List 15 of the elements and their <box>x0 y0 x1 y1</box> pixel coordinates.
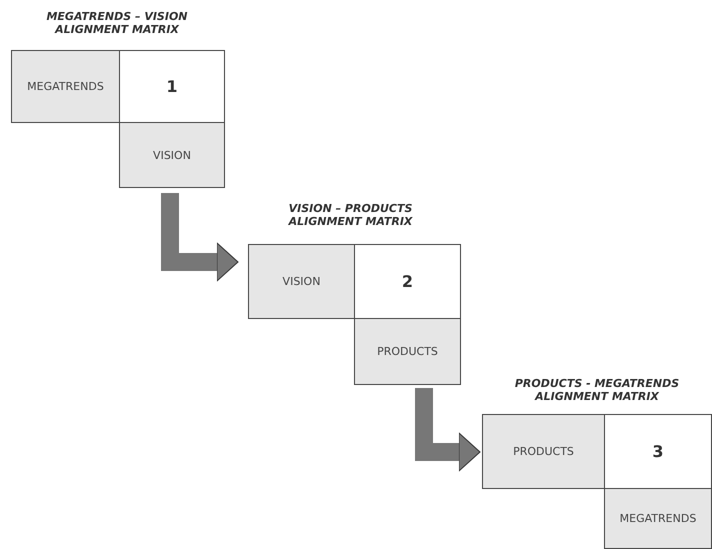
arrow <box>161 193 238 282</box>
matrix-header-cell: PRODUCTS <box>482 414 605 489</box>
alignment-matrix <box>8 10 226 190</box>
matrix-title: VISION – PRODUCTS ALIGNMENT MATRIX <box>287 202 414 228</box>
matrix-number-cell: 3 <box>604 414 712 489</box>
matrix-number-cell: 2 <box>354 244 461 319</box>
matrix-header-cell: PRODUCTS <box>354 318 461 385</box>
matrix-number-cell: 1 <box>119 50 225 123</box>
matrix-header-cell: MEGATRENDS <box>11 50 120 123</box>
alignment-matrix <box>482 377 712 549</box>
matrix-header-cell: VISION <box>119 122 225 188</box>
matrix-title: PRODUCTS - MEGATRENDS ALIGNMENT MATRIX <box>514 377 680 403</box>
matrix-header-cell: VISION <box>248 244 355 319</box>
matrix-title: MEGATRENDS – VISION ALIGNMENT MATRIX <box>46 10 188 36</box>
matrix-header-cell: MEGATRENDS <box>604 488 712 549</box>
